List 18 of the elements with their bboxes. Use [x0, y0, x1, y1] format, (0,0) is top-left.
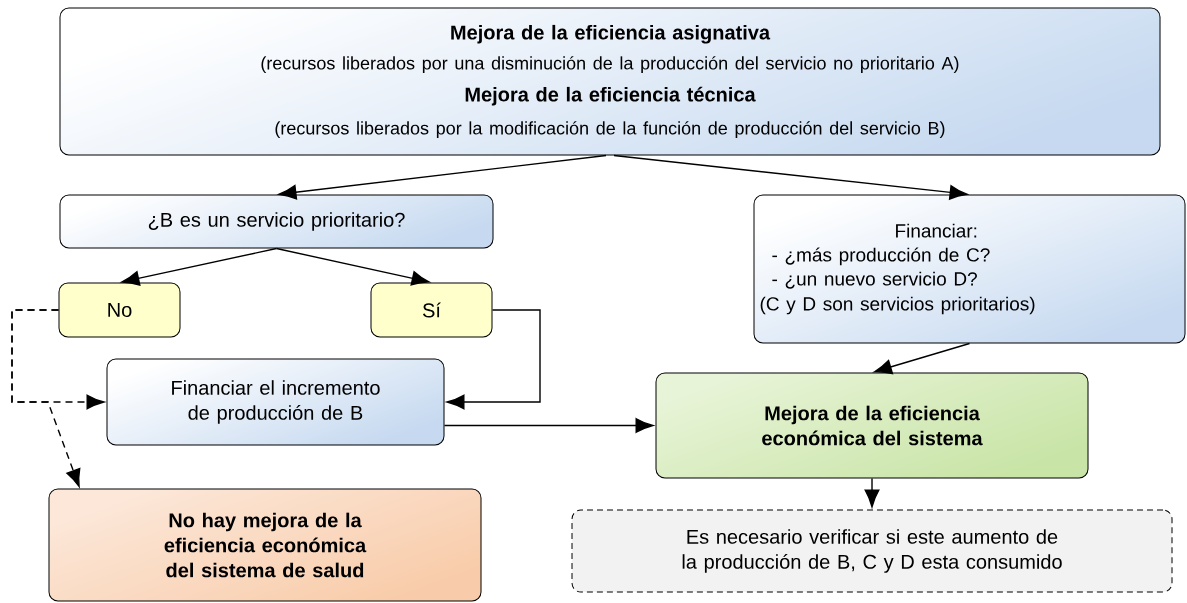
- arrow: [613, 154, 968, 200]
- arrow: [443, 418, 654, 433]
- answer-box: No: [58, 282, 181, 338]
- arrow: [446, 309, 541, 410]
- answer-box: Sí: [370, 282, 493, 338]
- arrow: [275, 247, 430, 286]
- process-box: Financiar: - ¿más producción de C? - ¿un nuevo servicio D? (C y D son servicios prioritarios): [753, 194, 1186, 344]
- arrow: [873, 342, 971, 375]
- process-box: Financiar el incremento de producción de B: [106, 358, 445, 446]
- arrow: [864, 477, 880, 508]
- result-box: Mejora de la eficiencia económica del sistema: [655, 372, 1089, 479]
- summary-box: Mejora de la eficiencia asignativa (recursos liberados por una disminución de la producción del servicio no prioritario A) Mejora de la eficiencia técnica (recursos liberados por la modificación de la función de producción del servicio B): [59, 7, 1161, 156]
- arrow: [11, 309, 81, 488]
- arrow: [121, 247, 278, 286]
- note-box: Es necesario verificar si este aumento de la producción de B, C y D esta consumido: [571, 509, 1173, 593]
- result-box: No hay mejora de la eficiencia económica del sistema de salud: [48, 488, 482, 602]
- arrow: [278, 154, 607, 200]
- question-box: ¿B es un servicio prioritario?: [59, 194, 494, 249]
